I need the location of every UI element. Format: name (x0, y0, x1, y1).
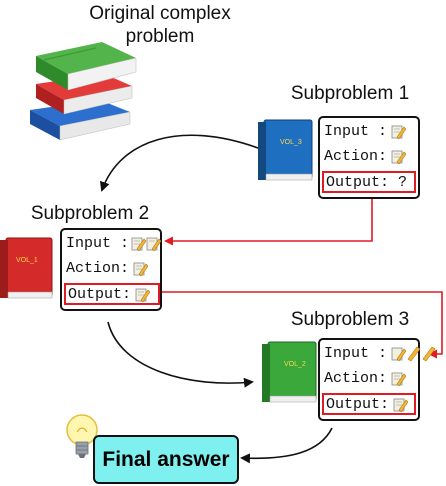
memo-icon (131, 236, 147, 251)
sp2-action-label: Action: (66, 259, 130, 277)
sp1-output-row: Output: ? (322, 171, 416, 193)
final-answer-box: Final answer (93, 435, 239, 484)
final-answer-label: Final answer (102, 447, 230, 471)
sp3-input-row: Input : (324, 342, 436, 364)
subproblem-2-card: Input : Action: Output: (60, 228, 162, 311)
red-arrow-sp2-output-to-sp3-input (160, 291, 443, 359)
original-problem-title-line2: problem (125, 26, 195, 47)
sp1-output-label: Output: (326, 173, 390, 191)
memo-icon (421, 346, 436, 361)
memo-icon (391, 124, 407, 139)
sp3-action-label: Action: (324, 369, 388, 387)
memo-icon (391, 149, 407, 164)
memo-icon (146, 236, 162, 251)
sp1-output-value: ? (398, 173, 408, 191)
red-book-label: VOL_1 (16, 257, 38, 264)
sp3-output-row: Output: (322, 393, 416, 415)
sp1-input-label: Input : (324, 122, 388, 140)
subproblem-1-card: Input : Action: Output: ? (318, 116, 420, 199)
red-arrow-sp1-output-to-sp2-input (164, 195, 373, 246)
flow-arrow-sp2-to-sp3 (107, 321, 254, 388)
memo-icon (391, 346, 407, 361)
subproblem-3-card: Input : Action: Output: (318, 338, 436, 421)
sp2-output-label: Output: (68, 285, 132, 303)
memo-icon (133, 261, 149, 276)
flow-arrow-sp3-to-final (240, 427, 333, 464)
sp2-action-row: Action: (66, 257, 149, 279)
green-book-label: VOL_2 (284, 361, 306, 368)
memo-icon (135, 287, 151, 302)
sp1-action-label: Action: (324, 147, 388, 165)
sp1-action-row: Action: (324, 145, 407, 167)
sp3-action-row: Action: (324, 367, 407, 389)
original-problem-title-line1: Original complex (89, 3, 231, 24)
memo-icon (391, 371, 407, 386)
original-problem-title: Original complex problem (80, 2, 240, 48)
memo-icon (393, 397, 409, 412)
sp2-input-row: Input : (66, 232, 162, 254)
subproblem-2-title: Subproblem 2 (30, 203, 150, 224)
sp3-input-label: Input : (324, 344, 388, 362)
sp3-output-label: Output: (326, 395, 390, 413)
sp2-input-label: Input : (66, 234, 130, 252)
subproblem-1-title: Subproblem 1 (290, 83, 410, 104)
sp2-output-row: Output: (64, 283, 160, 305)
sp1-input-row: Input : (324, 120, 407, 142)
subproblem-3-title: Subproblem 3 (290, 309, 410, 330)
memo-icon (406, 346, 421, 361)
flow-arrow-sp1-to-sp2 (100, 134, 259, 192)
blue-book-label: VOL_3 (280, 139, 302, 146)
